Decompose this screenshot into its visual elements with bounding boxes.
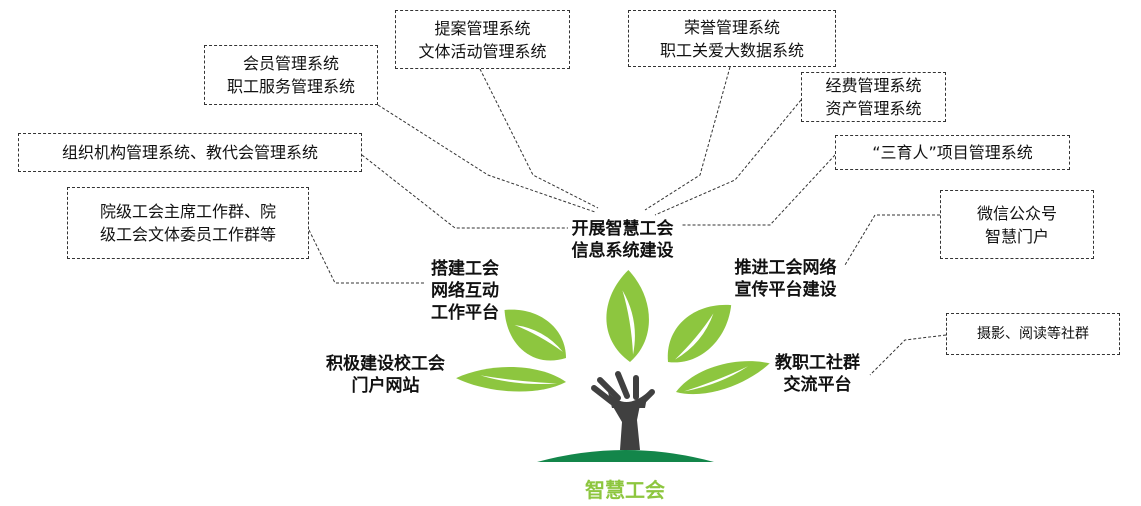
branch-left-upper: 搭建工会 网络互动 工作平台 <box>415 258 515 324</box>
box-line: “三育人”项目管理系统 <box>872 143 1033 162</box>
center-line: 开展智慧工会 <box>571 219 674 239</box>
connector-rongyu <box>644 66 731 211</box>
box-line: 智慧门户 <box>984 226 1049 246</box>
connector-tian <box>479 68 599 209</box>
branch-right-upper: 推进工会网络 宣传平台建设 <box>718 257 853 301</box>
leaf-left-lower <box>455 365 567 394</box>
center-label: 开展智慧工会 信息系统建设 <box>560 218 685 262</box>
box-line: 摄影、阅读等社群 <box>977 325 1089 342</box>
box-honor-system: 荣誉管理系统 职工关爱大数据系统 <box>628 10 836 67</box>
box-line: 院级工会主席工作群、院 <box>99 202 276 221</box>
branch-line: 交流平台 <box>783 375 852 395</box>
box-college-groups: 院级工会主席工作群、院 级工会文体委员工作群等 <box>67 187 309 259</box>
branch-left-lower: 积极建设校工会 门户网站 <box>308 353 463 397</box>
branch-right-lower: 教职工社群 交流平台 <box>765 352 870 396</box>
connector-weixin <box>844 214 940 266</box>
box-organization-system: 组织机构管理系统、教代会管理系统 <box>18 133 362 172</box>
box-line: 职工服务管理系统 <box>226 77 355 96</box>
branch-line: 网络互动 <box>431 281 499 301</box>
branch-line: 门户网站 <box>351 376 420 396</box>
box-line: 经费管理系统 <box>825 76 922 95</box>
box-line: 荣誉管理系统 <box>683 17 780 37</box>
branch-line: 教职工社群 <box>775 353 860 373</box>
box-line: 微信公众号 <box>976 203 1057 223</box>
leaf-right-upper <box>654 289 744 376</box>
diagram-title: 智慧工会 <box>585 478 665 502</box>
box-member-system: 会员管理系统 职工服务管理系统 <box>204 45 378 105</box>
connector-sheying <box>869 334 947 376</box>
ground <box>537 450 714 462</box>
box-photo-reading-groups: 摄影、阅读等社群 <box>946 313 1120 355</box>
box-funds-system: 经费管理系统 资产管理系统 <box>801 72 946 122</box>
branch-line: 宣传平台建设 <box>734 280 837 300</box>
connector-huiyuan <box>377 104 596 213</box>
box-line: 提案管理系统 <box>434 18 531 38</box>
branch-line: 工作平台 <box>431 303 499 323</box>
box-line: 职工关爱大数据系统 <box>659 40 804 60</box>
box-line: 级工会文体委员工作群等 <box>99 225 276 244</box>
connector-sanyuren <box>682 154 836 226</box>
leaf-center <box>605 269 650 363</box>
hand-trunk-icon <box>591 371 655 450</box>
box-line: 资产管理系统 <box>825 99 922 118</box>
branch-line: 搭建工会 <box>431 259 499 279</box>
box-line: 会员管理系统 <box>242 54 339 73</box>
box-proposal-system: 提案管理系统 文体活动管理系统 <box>395 10 570 69</box>
connector-jingfei <box>654 99 802 216</box>
box-line: 组织机构管理系统、教代会管理系统 <box>61 143 318 162</box>
branch-line: 推进工会网络 <box>734 258 837 278</box>
box-line: 文体活动管理系统 <box>418 41 547 61</box>
connector-yuanji <box>308 229 425 284</box>
box-wechat-portal: 微信公众号 智慧门户 <box>940 190 1094 259</box>
box-sanyuren-system: “三育人”项目管理系统 <box>835 135 1070 170</box>
branch-line: 积极建设校工会 <box>326 354 445 374</box>
center-line: 信息系统建设 <box>571 241 674 261</box>
